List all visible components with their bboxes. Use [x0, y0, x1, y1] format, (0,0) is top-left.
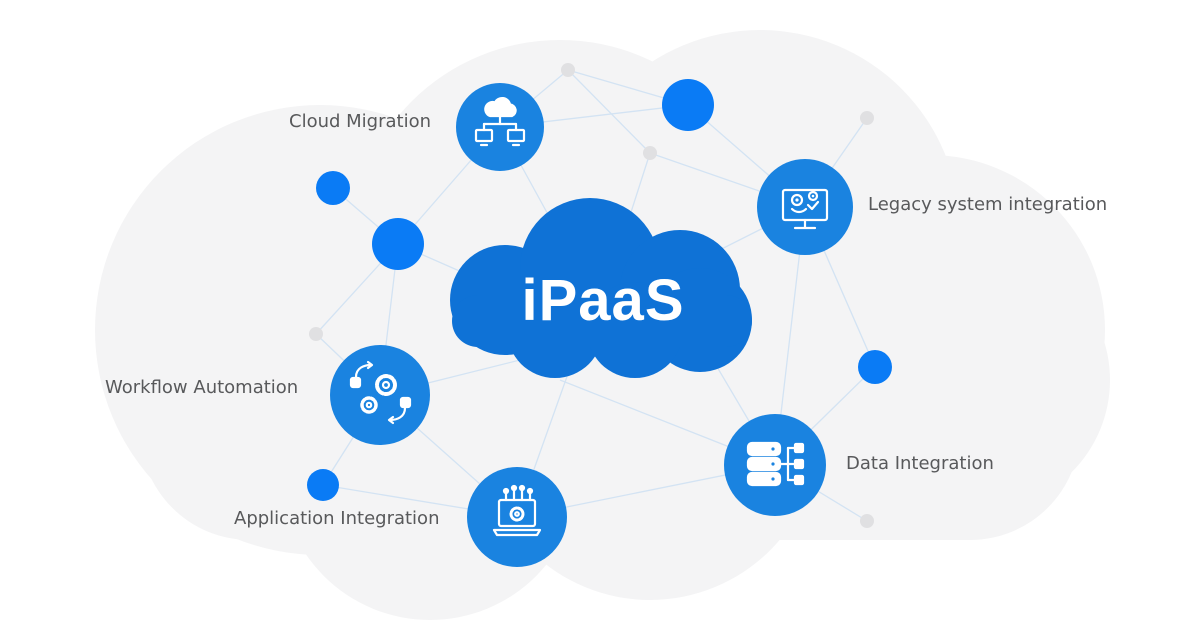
- cloud-network-icon: [474, 96, 526, 147]
- monitor-gears-icon: [781, 188, 829, 230]
- ipaas-cloud: [450, 198, 752, 378]
- blue-dots: [307, 79, 892, 501]
- grey-dots: [309, 63, 874, 528]
- application-integration-label: Application Integration: [234, 508, 440, 529]
- cloud-migration-label: Cloud Migration: [289, 111, 432, 132]
- data-integration-label: Data Integration: [846, 453, 994, 474]
- legacy-system-integration-label: Legacy system integration: [868, 194, 1108, 215]
- blue-dot: [316, 171, 350, 205]
- ipaas-title: iPaaS: [522, 268, 685, 333]
- database-flow-icon: [746, 441, 805, 487]
- legacy-system-integration-node[interactable]: [757, 159, 853, 255]
- blue-dot: [662, 79, 714, 131]
- blue-dot: [858, 350, 892, 384]
- application-integration-node[interactable]: [467, 467, 567, 567]
- workflow-gears-icon: [349, 360, 412, 425]
- cloud-migration-node[interactable]: [456, 83, 544, 171]
- laptop-gear-icon: [492, 484, 542, 537]
- workflow-automation-node[interactable]: [330, 345, 430, 445]
- blue-dot: [307, 469, 339, 501]
- blue-dot: [372, 218, 424, 270]
- data-integration-node[interactable]: [724, 414, 826, 516]
- workflow-automation-label: Workflow Automation: [105, 377, 299, 398]
